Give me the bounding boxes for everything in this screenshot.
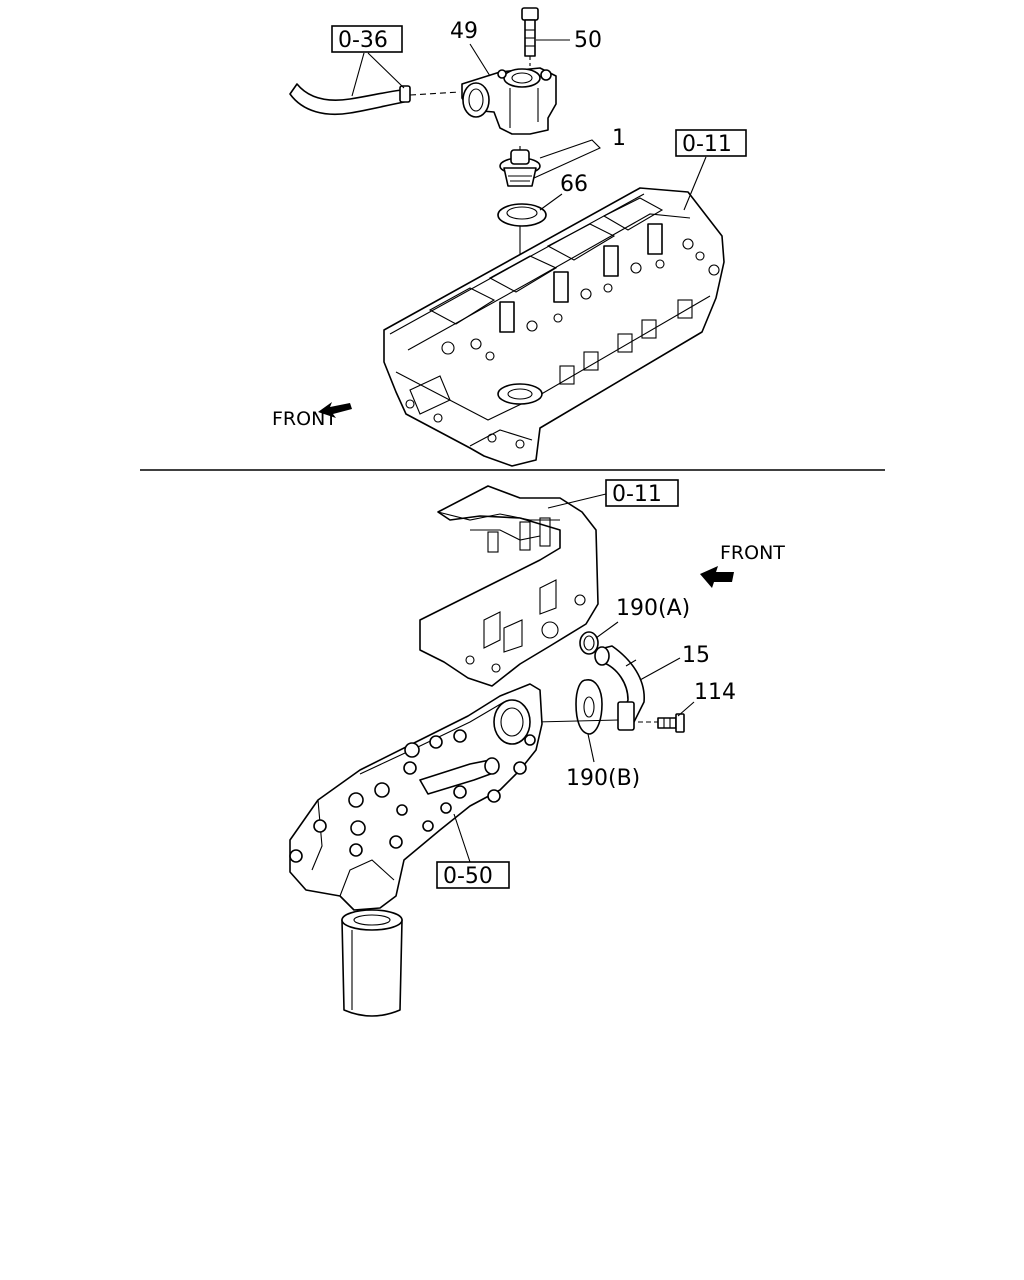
front-label-bottom: FRONT — [720, 542, 785, 564]
o-ring — [579, 631, 599, 655]
ref-box-0-36 — [331, 25, 403, 53]
front-arrow-bottom — [700, 566, 734, 588]
coolant-hose — [289, 83, 461, 116]
flange-bolt — [638, 713, 685, 733]
part-50-label: 50 — [574, 28, 602, 53]
water-pipe — [594, 645, 645, 731]
part-114-label: 114 — [694, 680, 736, 705]
ref-0-50: 0-50 — [443, 864, 493, 889]
part-190b-label: 190(B) — [566, 766, 640, 791]
part-49-label: 49 — [450, 19, 478, 44]
part-190a-label: 190(A) — [616, 596, 690, 621]
cylinder-head — [383, 187, 725, 467]
ref-box-0-50 — [436, 861, 510, 889]
front-arrow-top — [318, 402, 352, 418]
part-66-label: 66 — [560, 172, 588, 197]
front-label-top: FRONT — [272, 408, 337, 430]
oil-filter — [341, 909, 403, 1017]
ref-box-0-11-bottom — [605, 479, 679, 507]
flange-gasket — [575, 679, 603, 735]
part-1-label: 1 — [612, 126, 626, 151]
ref-0-36: 0-36 — [338, 28, 388, 53]
bolt — [521, 7, 539, 66]
part-15-label: 15 — [682, 643, 710, 668]
thermostat — [499, 146, 541, 187]
oil-cooler-housing — [289, 683, 543, 911]
cylinder-head-partial — [419, 485, 599, 687]
ref-0-11-top: 0-11 — [682, 132, 732, 157]
thermostat-housing — [461, 67, 557, 135]
ref-box-0-11-top — [675, 129, 747, 157]
ref-0-11-bottom: 0-11 — [612, 482, 662, 507]
